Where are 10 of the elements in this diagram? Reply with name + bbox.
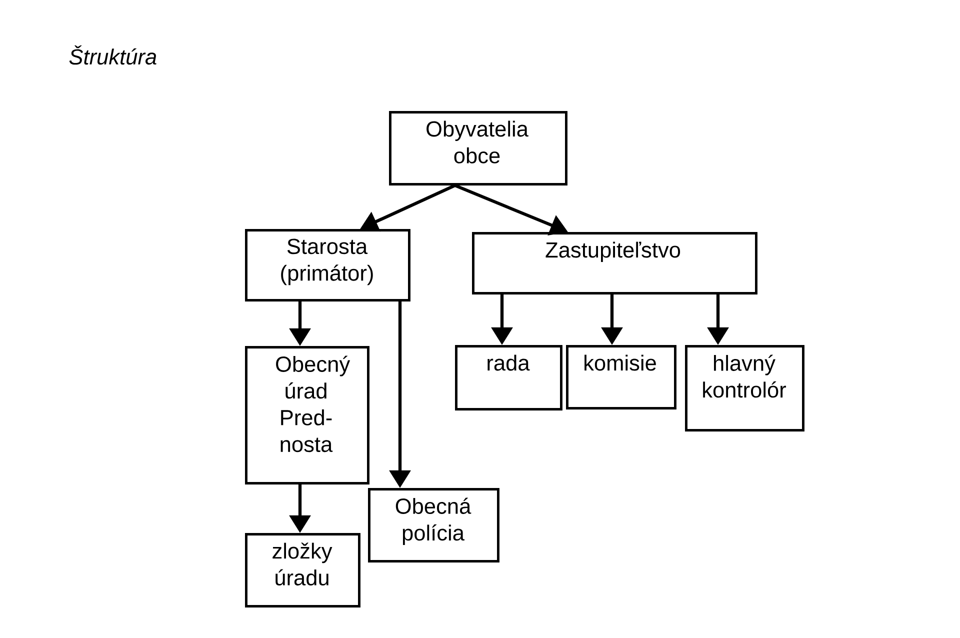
- org-box: Zastupiteľstvo: [472, 232, 758, 294]
- org-box: zložky úradu: [245, 532, 360, 608]
- org-box: Obecný úrad Pred- nosta: [245, 346, 370, 484]
- title: Štruktúra: [69, 45, 156, 65]
- org-box: rada: [455, 345, 562, 410]
- org-box: komisie: [566, 345, 676, 410]
- org-box: Obyvatelia obce: [389, 111, 568, 186]
- org-box: Obecná polícia: [368, 488, 500, 562]
- org-box: Starosta (primátor): [245, 229, 410, 302]
- org-box: hlavný kontrolór: [685, 345, 804, 432]
